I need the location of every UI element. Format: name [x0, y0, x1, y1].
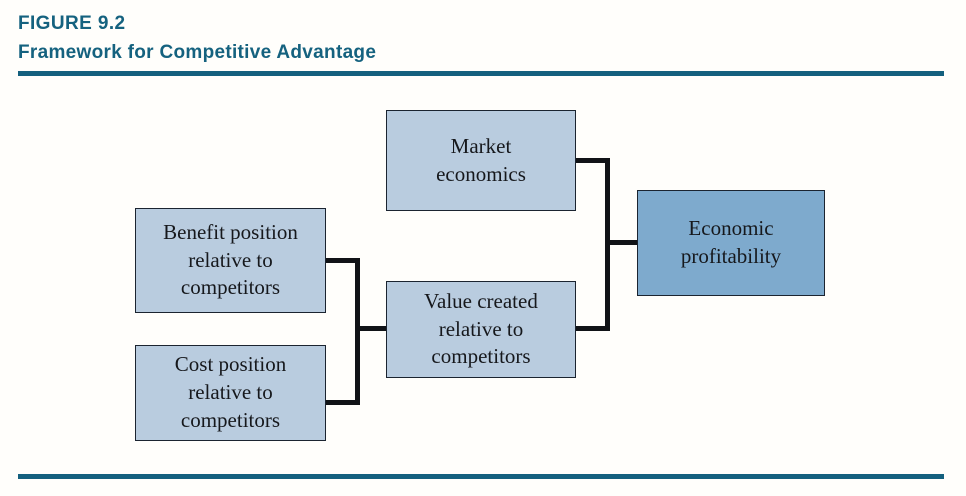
figure-number-label: FIGURE 9.2 [18, 13, 126, 34]
connector-market-to-merge [572, 158, 610, 163]
connector-merge-to-value-created [355, 326, 389, 331]
connector-left-merge-bar [355, 258, 360, 405]
header-divider-rule [18, 71, 944, 76]
connector-value-created-to-merge [572, 326, 610, 331]
connector-merge-to-economic-profitability [605, 240, 641, 245]
figure-title: Framework for Competitive Advantage [18, 42, 377, 63]
connector-cost-to-merge [322, 400, 360, 405]
footer-divider-rule [18, 474, 944, 479]
connector-benefit-to-merge [322, 258, 360, 263]
